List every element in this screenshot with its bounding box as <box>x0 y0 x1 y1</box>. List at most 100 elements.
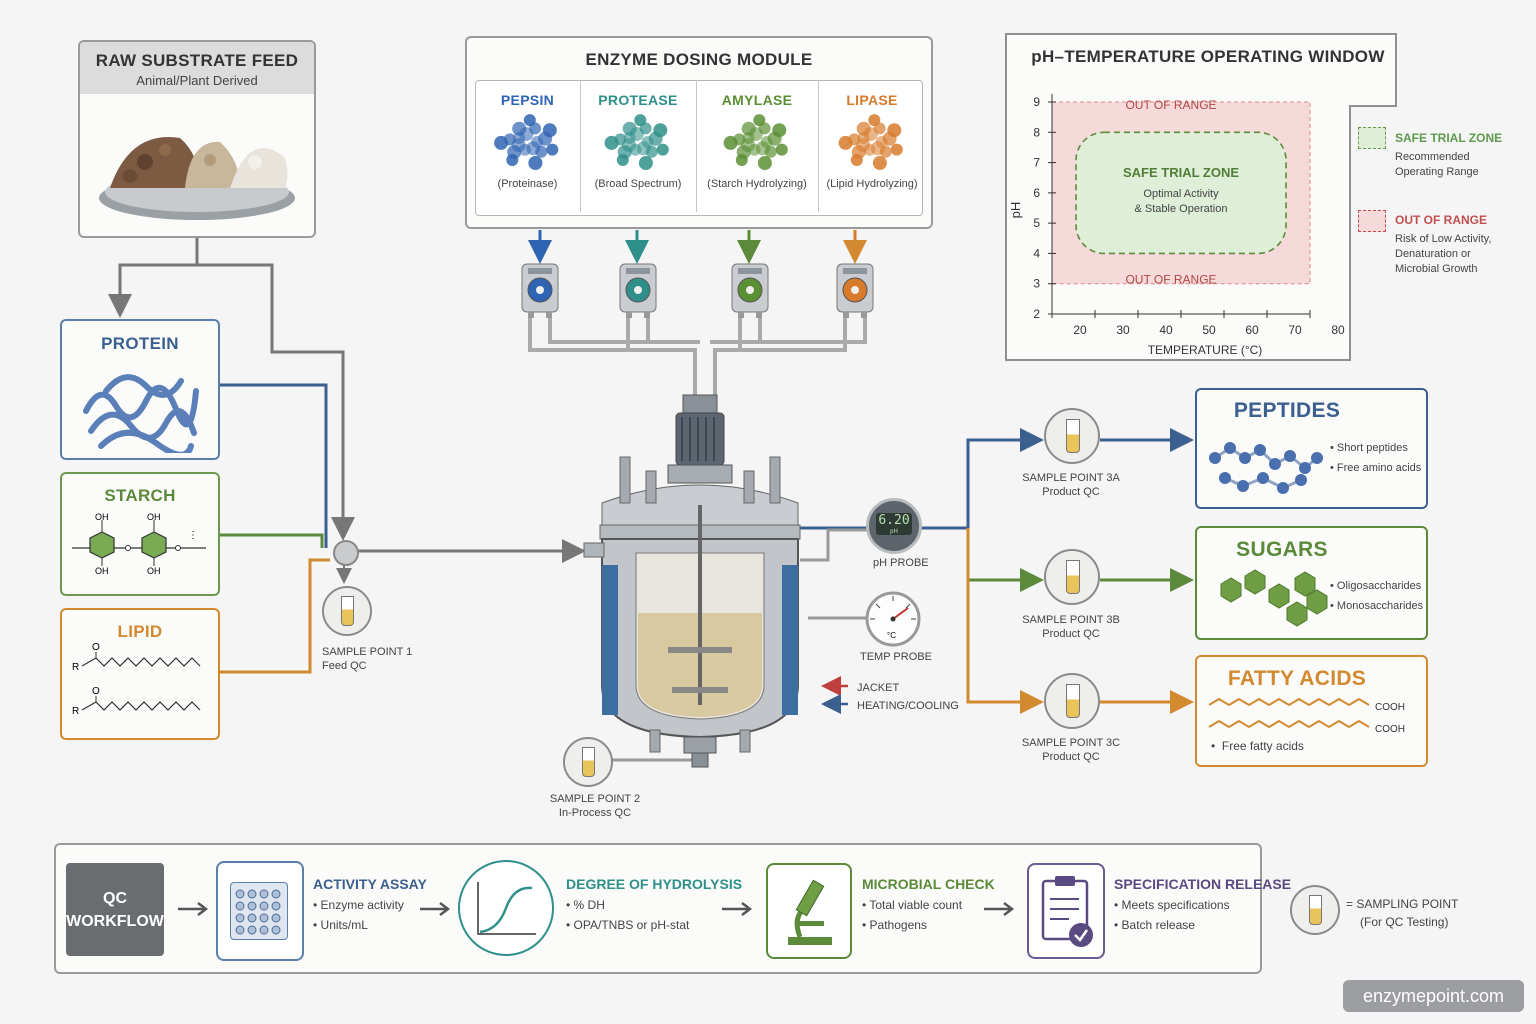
dosing-pump-lipase[interactable] <box>835 262 875 318</box>
mixing-valve[interactable] <box>333 540 359 566</box>
temp-unit: °C <box>887 631 896 640</box>
chart-title: pH–TEMPERATURE OPERATING WINDOW <box>1031 47 1385 66</box>
peptides-title: PEPTIDES <box>1233 399 1341 422</box>
fatty-acids-title: FATTY ACIDS <box>1227 667 1367 690</box>
legend-out-desc: Risk of Low Activity, Denaturation or Mi… <box>1395 232 1491 277</box>
qc-step-activity-title: ACTIVITY ASSAY <box>313 876 427 892</box>
feed-title: RAW SUBSTRATE FEED <box>95 51 299 70</box>
y-tick-label-6: 6 <box>1033 186 1040 200</box>
raw-substrate-feed-panel: RAW SUBSTRATE FEED Animal/Plant Derived <box>78 40 316 238</box>
lipid-line <box>219 558 330 674</box>
enzyme-amylase-sub: (Starch Hydrolyzing) <box>707 178 807 190</box>
legend-out-desc-2: Denaturation or <box>1395 248 1471 260</box>
enzyme-amylase: AMYLASE (Starch Hydrolyzing) <box>696 80 819 212</box>
starch-oh-1: OH <box>95 512 109 522</box>
qc-step-microbial-item-1: Total viable count <box>869 898 963 912</box>
temp-probe-label: TEMP PROBE <box>860 651 932 663</box>
sugars-items: • Oligosaccharides • Monosaccharides <box>1330 580 1424 612</box>
sample-point-1-sub: Feed QC <box>322 660 367 672</box>
dosing-pump-protease[interactable] <box>618 262 658 318</box>
protein-title: PROTEIN <box>101 334 179 353</box>
qc-step-activity-item-2: Units/mL <box>320 918 368 932</box>
sample-point-3c-icon[interactable] <box>1044 673 1100 729</box>
protein-panel: PROTEIN <box>60 319 220 460</box>
starch-oh-2: OH <box>147 512 161 522</box>
enzyme-amylase-molecule-icon <box>723 114 788 170</box>
sample-point-3b-title: SAMPLE POINT 3B <box>1022 614 1120 626</box>
legend-out-desc-1: Risk of Low Activity, <box>1395 233 1492 245</box>
y-tick-label-4: 4 <box>1033 246 1040 260</box>
x-tick-label-40: 40 <box>1159 323 1173 337</box>
enzyme-module-title: ENZYME DOSING MODULE <box>585 50 813 69</box>
sample-point-1-icon[interactable] <box>322 586 372 636</box>
substrate-tray-image <box>99 137 295 220</box>
sample-point-3a-title: SAMPLE POINT 3A <box>1022 472 1120 484</box>
sample-point-1-title: SAMPLE POINT 1 <box>322 646 413 658</box>
sample-point-2-title: SAMPLE POINT 2 <box>549 793 641 805</box>
y-tick-label-7: 7 <box>1033 156 1040 170</box>
sample-point-3b-icon[interactable] <box>1044 549 1100 605</box>
enzyme-protease: PROTEASE (Broad Spectrum) <box>580 80 697 212</box>
starch-title: STARCH <box>104 486 176 505</box>
x-tick-label-30: 30 <box>1116 323 1130 337</box>
enzyme-protease-molecule-icon <box>604 114 669 170</box>
ph-probe[interactable]: 6.20 pH <box>866 498 922 554</box>
qc-step-activity: ACTIVITY ASSAY • Enzyme activity • Units… <box>313 876 427 932</box>
legend-safe-swatch <box>1358 127 1386 149</box>
qc-step-release-item-1: Meets specifications <box>1121 898 1230 912</box>
fatty-acid-cooh-1: COOH <box>1375 702 1405 713</box>
qc-step-hydrolysis-title: DEGREE OF HYDROLYSIS <box>566 876 743 892</box>
qc-step-microbial-title: MICROBIAL CHECK <box>862 876 995 892</box>
safe-zone-label: SAFE TRIAL ZONE <box>1123 165 1239 180</box>
ph-probe-label: pH PROBE <box>873 557 929 569</box>
dosing-pump-pepsin[interactable] <box>520 262 560 318</box>
legend-out-title: OUT OF RANGE <box>1395 213 1487 227</box>
enzyme-pepsin: PEPSIN (Proteinase) <box>475 80 581 212</box>
lipid-title: LIPID <box>117 622 163 641</box>
lipid-r-1: R <box>72 662 79 673</box>
lipid-o-2: O <box>92 686 100 697</box>
safe-trial-region <box>1075 131 1287 255</box>
out-of-range-label-top: OUT OF RANGE <box>1125 98 1216 112</box>
enzyme-lipase-name: LIPASE <box>846 92 898 108</box>
y-tick-label-2: 2 <box>1033 307 1040 321</box>
peptides-item-2: Free amino acids <box>1336 462 1422 474</box>
sample-point-2-icon[interactable] <box>563 737 613 787</box>
x-tick-label-20: 20 <box>1073 323 1087 337</box>
qc-step-activity-item-1: Enzyme activity <box>320 898 404 912</box>
lipid-structure-icon: O R O R <box>72 642 201 717</box>
y-axis-label: pH <box>1008 202 1023 219</box>
temp-probe-gauge[interactable]: °C <box>864 590 922 648</box>
dosing-pump-amylase[interactable] <box>730 262 770 318</box>
qc-step-hydrolysis-item-2: OPA/TNBS or pH-stat <box>573 918 690 932</box>
sampling-point-legend: = SAMPLING POINT (For QC Testing) <box>1346 895 1458 931</box>
activity-assay-icon <box>216 861 304 961</box>
fatty-acid-cooh-2: COOH <box>1375 724 1405 735</box>
watermark: enzymepoint.com <box>1343 980 1524 1012</box>
jacket-label-2: HEATING/COOLING <box>857 700 959 712</box>
sampling-point-legend-icon <box>1290 885 1340 935</box>
lipid-o-1: O <box>92 642 100 653</box>
sugars-item-1: Oligosaccharides <box>1336 580 1422 592</box>
ph-unit: pH <box>890 529 898 535</box>
legend-safe-desc-2: Operating Range <box>1395 166 1479 178</box>
sample-point-1-label: SAMPLE POINT 1 Feed QC <box>322 646 442 672</box>
qc-step-microbial: MICROBIAL CHECK • Total viable count • P… <box>862 876 995 932</box>
qc-step-hydrolysis: DEGREE OF HYDROLYSIS • % DH • OPA/TNBS o… <box>566 876 743 932</box>
sample-point-2-label: SAMPLE POINT 2 In-Process QC <box>530 793 660 819</box>
sugars-panel: SUGARS • Oligosaccharides • Monosacchari… <box>1195 526 1428 640</box>
x-tick-label-70: 70 <box>1288 323 1302 337</box>
x-tick-label-50: 50 <box>1202 323 1216 337</box>
qc-workflow-label: QC WORKFLOW <box>66 863 164 956</box>
ph-readout: 6.20 <box>878 513 910 528</box>
sugar-hexagons-icon <box>1220 569 1328 627</box>
legend-safe-title: SAFE TRIAL ZONE <box>1395 131 1503 145</box>
starch-panel: STARCH OH OH OH OH ⋮ <box>60 472 220 596</box>
fatty-acids-panel: FATTY ACIDS COOH COOH • Free fatty acids <box>1195 655 1428 767</box>
sample-point-3a-icon[interactable] <box>1044 408 1100 464</box>
